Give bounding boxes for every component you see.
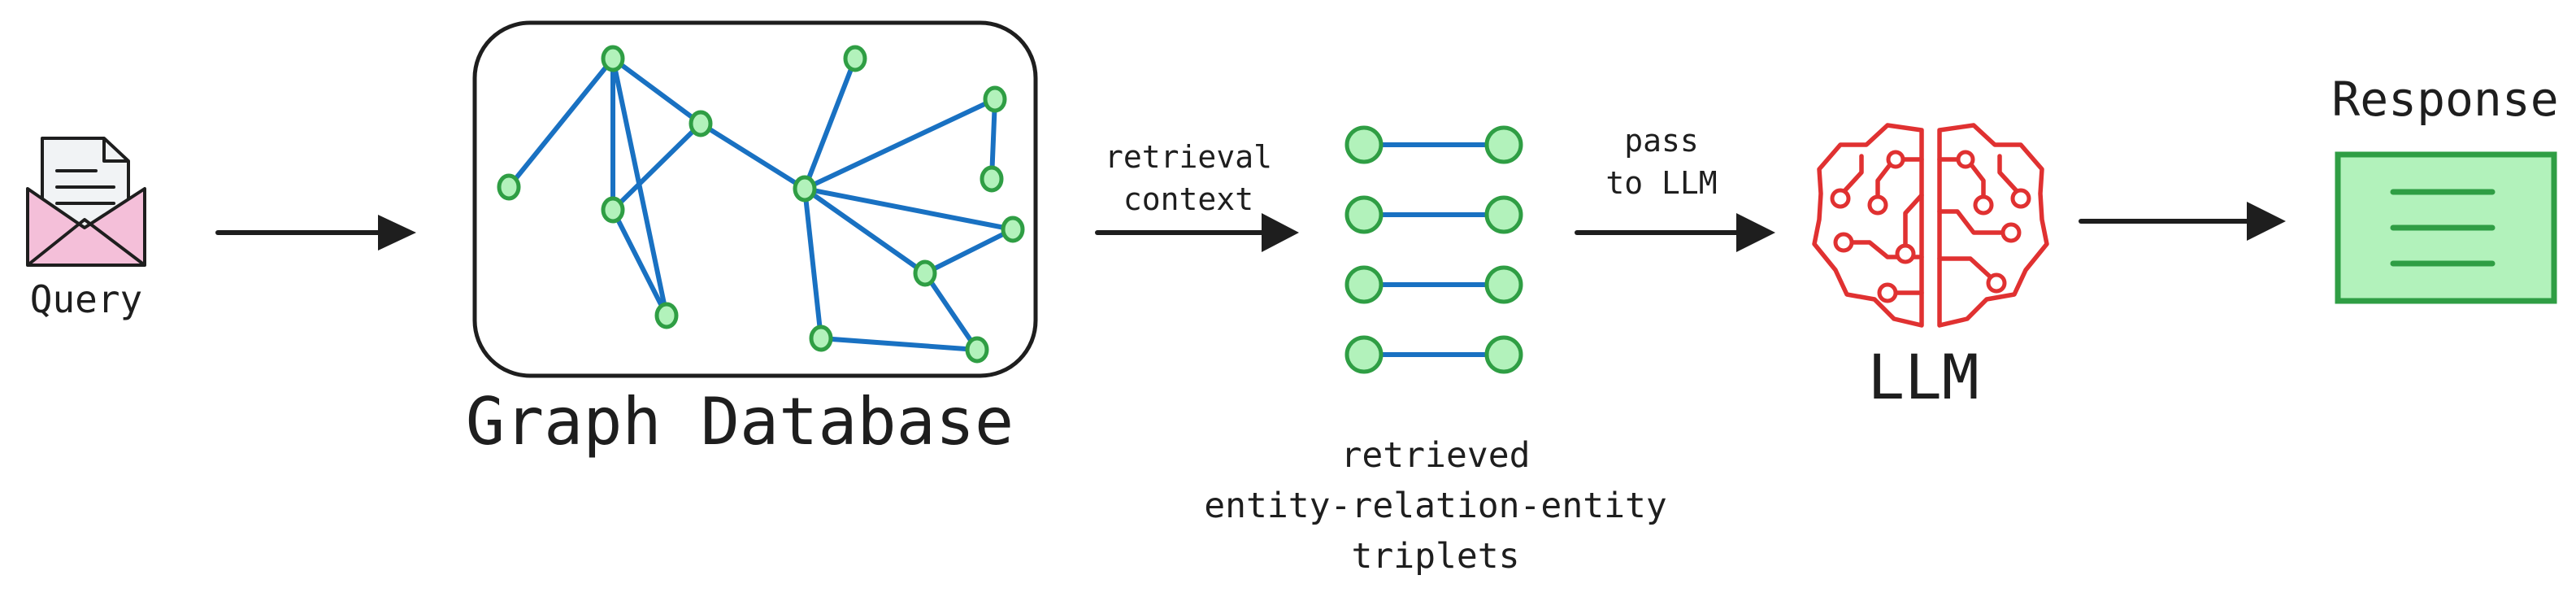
graph-node [913,259,937,287]
pass-to-llm-label-line1: pass [1624,123,1699,159]
envelope-letter-icon [26,137,146,267]
triplet-entity-node [1344,335,1384,374]
arrow-llm-to-response [2079,202,2286,241]
triplets-icon [1344,125,1523,374]
graph-nodes [497,45,1025,364]
triplet-entity-node [1484,125,1523,164]
graph-node [809,325,833,352]
graph-node [983,85,1007,113]
graph-node [601,196,625,224]
triplets-label-line3: triplets [1351,536,1519,577]
arrow-query-to-graph [215,215,416,251]
triplets-label-line2: entity-relation-entity [1204,486,1667,526]
retrieval-context-label-line2: context [1123,181,1253,217]
graph-node [793,175,817,203]
graph-database-label: Graph Database [466,384,1014,460]
triplet-entity-node [1344,125,1384,164]
query-label: Query [30,277,142,321]
triplet-entity-node [1484,335,1523,374]
triplet-entity-node [1484,195,1523,234]
graph-node [980,165,1004,193]
graph-node [843,45,867,72]
document-lines-icon [2335,151,2557,304]
retrieval-context-label-line1: retrieval [1105,139,1272,175]
graph-node [689,110,713,137]
graph-node [965,336,989,364]
llm-label: LLM [1867,341,1979,413]
graph-node [497,173,521,201]
arrow-triplets-to-llm [1575,213,1775,252]
circuit-brain-icon [1812,123,2049,328]
pass-to-llm-label-line2: to LLM [1605,165,1717,201]
graph-node [654,302,679,329]
triplet-entity-node [1344,265,1384,304]
arrow-graph-to-triplets [1095,213,1299,252]
response-label: Response [2331,72,2558,127]
triplet-entity-node [1484,265,1523,304]
graph-node [1001,216,1025,243]
triplets-label-line1: retrieved [1341,435,1531,476]
triplet-entity-node [1344,195,1384,234]
graph-node [601,45,625,72]
graph-database-box [472,20,1038,378]
